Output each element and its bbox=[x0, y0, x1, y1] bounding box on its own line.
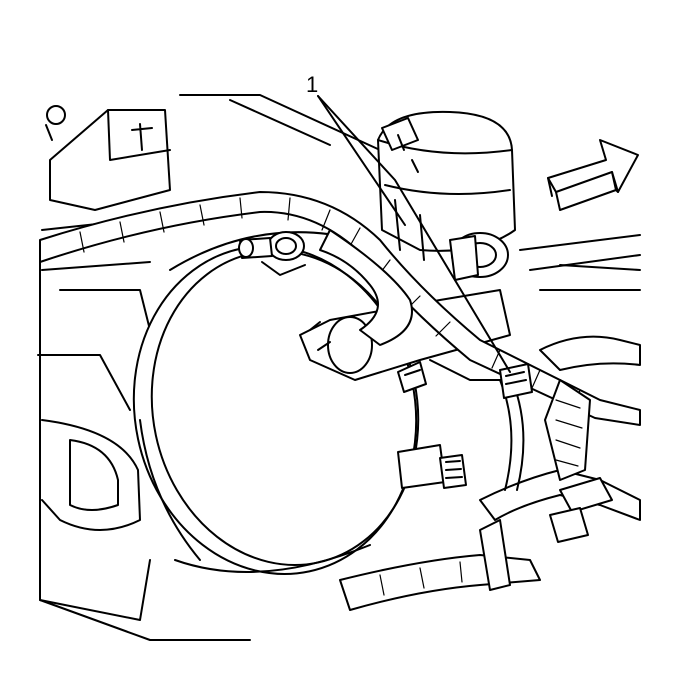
mounting-bracket bbox=[45, 105, 171, 211]
electrical-connectors bbox=[397, 363, 613, 543]
brake-fluid-reservoir bbox=[377, 110, 516, 281]
vacuum-fitting bbox=[238, 231, 306, 276]
cowl-structure bbox=[179, 94, 641, 291]
forward-direction-arrow-icon bbox=[547, 139, 639, 211]
callout-1-leader bbox=[317, 95, 511, 373]
callout-label-1: 1 bbox=[306, 72, 319, 97]
master-cylinder bbox=[299, 289, 511, 393]
